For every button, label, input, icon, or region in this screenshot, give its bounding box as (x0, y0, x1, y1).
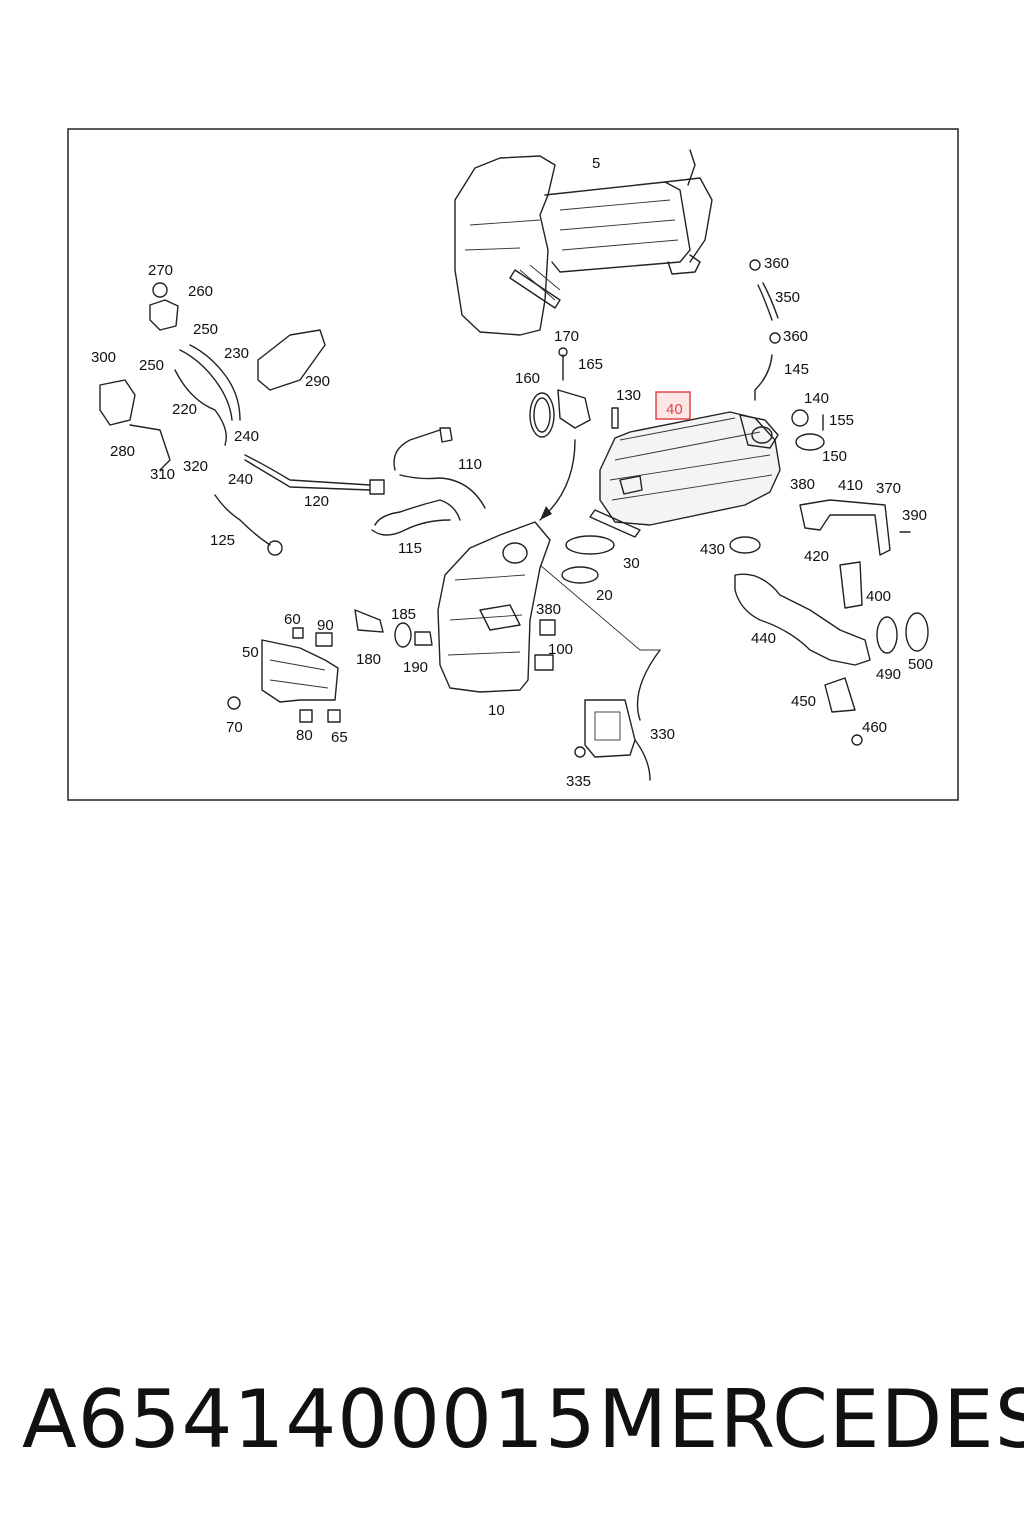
callout-185: 185 (391, 606, 416, 623)
right-pipes-drawing (749, 259, 825, 451)
left-hoses-drawing (99, 282, 385, 556)
callout-70: 70 (226, 719, 243, 736)
callout-100: 100 (548, 641, 573, 658)
callout-230: 230 (224, 345, 249, 362)
callout-20: 20 (596, 587, 613, 604)
callout-145: 145 (784, 361, 809, 378)
callout-360a: 360 (764, 255, 789, 272)
callout-180: 180 (356, 651, 381, 668)
callout-190: 190 (403, 659, 428, 676)
callout-280: 280 (110, 443, 135, 460)
callout-30: 30 (623, 555, 640, 572)
callout-240a: 240 (234, 428, 259, 445)
callout-220: 220 (172, 401, 197, 418)
callout-10: 10 (488, 702, 505, 719)
callout-60: 60 (284, 611, 301, 628)
callout-270: 270 (148, 262, 173, 279)
callout-310: 310 (150, 466, 175, 483)
callout-40: 40 (666, 401, 683, 418)
callout-140: 140 (804, 390, 829, 407)
callout-320: 320 (183, 458, 208, 475)
clamps-drawing (529, 347, 619, 584)
callout-380a: 380 (790, 476, 815, 493)
sensor-cables-drawing (371, 427, 486, 536)
callout-240b: 240 (228, 471, 253, 488)
footer: A6541400015 MERCEDES (0, 1370, 1024, 1470)
callout-350: 350 (775, 289, 800, 306)
callout-110: 110 (458, 456, 482, 473)
callout-410: 410 (838, 477, 863, 494)
callout-500: 500 (908, 656, 933, 673)
part-40-drawing (589, 411, 781, 538)
callout-130: 130 (616, 387, 641, 404)
callout-250b: 250 (139, 357, 164, 374)
callout-125: 125 (210, 532, 235, 549)
callout-440: 440 (751, 630, 776, 647)
callout-65: 65 (331, 729, 348, 746)
callout-115: 115 (398, 540, 422, 557)
callout-170: 170 (554, 328, 579, 345)
brand-name: MERCEDES (598, 1373, 1024, 1466)
part-5-drawing (454, 149, 713, 336)
callout-460: 460 (862, 719, 887, 736)
callout-50: 50 (242, 644, 259, 661)
control-unit-drawing (574, 649, 661, 781)
direction-arrowhead (540, 506, 552, 520)
callout-260: 260 (188, 283, 213, 300)
callout-250a: 250 (193, 321, 218, 338)
part-number: A6541400015 (22, 1373, 597, 1466)
callout-330: 330 (650, 726, 675, 743)
callout-160: 160 (515, 370, 540, 387)
callout-165: 165 (578, 356, 603, 373)
exhaust-parts-diagram: 5 270 260 360 350 250 170 360 300 230 25… (67, 128, 959, 801)
callout-290: 290 (305, 373, 330, 390)
part-10-drawing (437, 521, 660, 693)
right-assembly-drawing (729, 499, 929, 746)
highlight-box-40 (655, 391, 691, 420)
callout-335: 335 (566, 773, 591, 790)
callout-430: 430 (700, 541, 725, 558)
callout-360b: 360 (783, 328, 808, 345)
callout-155: 155 (829, 412, 854, 429)
callout-400: 400 (866, 588, 891, 605)
diagram-frame (67, 128, 959, 801)
callout-420: 420 (804, 548, 829, 565)
callout-5: 5 (592, 155, 600, 172)
callout-490: 490 (876, 666, 901, 683)
callout-150: 150 (822, 448, 847, 465)
callout-90: 90 (317, 617, 334, 634)
callout-450: 450 (791, 693, 816, 710)
callout-390: 390 (902, 507, 927, 524)
callout-300: 300 (91, 349, 116, 366)
callout-80: 80 (296, 727, 313, 744)
lower-left-drawing (227, 609, 556, 723)
callout-120: 120 (304, 493, 329, 510)
callout-380b: 380 (536, 601, 561, 618)
callout-370: 370 (876, 480, 901, 497)
